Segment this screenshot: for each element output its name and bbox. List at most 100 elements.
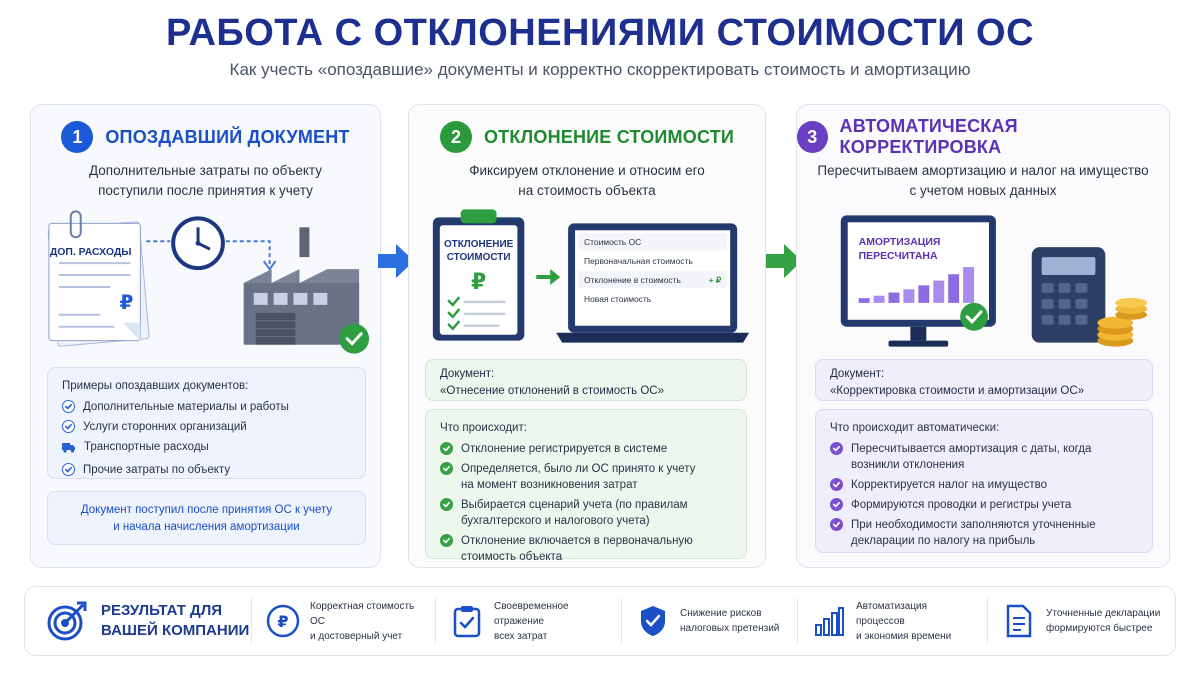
- step-item: При необходимости заполняются уточненные…: [830, 517, 1138, 549]
- calculator-icon: [1031, 247, 1106, 343]
- steps-box: Что происходит: Отклонение регистрируетс…: [425, 409, 747, 563]
- example-item: Транспортные расходы: [62, 439, 351, 458]
- steps-box: Что происходит автоматически: Пересчитыв…: [815, 409, 1153, 553]
- clipboard-title: СТОИМОСТИ: [447, 252, 511, 263]
- card-title: АВТОМАТИЧЕСКАЯ КОРРЕКТИРОВКА: [839, 116, 1018, 157]
- step-number-badge: 1: [61, 121, 94, 153]
- step-text: возникли отклонения: [851, 459, 965, 471]
- result-item-text: Снижение рисков: [680, 608, 762, 619]
- arrow-right-icon: [766, 244, 802, 278]
- monitor-title: АМОРТИЗАЦИЯ: [859, 237, 941, 248]
- step-text: Выбирается сценарий учета (по правилам: [461, 499, 688, 511]
- card-cost-deviation: 2 ОТКЛОНЕНИЕ СТОИМОСТИ Фиксируем отклоне…: [408, 104, 766, 568]
- card-header: 2 ОТКЛОНЕНИЕ СТОИМОСТИ: [409, 119, 765, 155]
- example-item: Услуги сторонних организаций: [62, 419, 351, 435]
- document-name: «Корректировка стоимости и амортизации О…: [830, 385, 1085, 397]
- step-item: Выбирается сценарий учета (по правилам бу…: [440, 497, 732, 529]
- check-badge-icon: [960, 302, 988, 331]
- result-item: Уточненные декларации формируются быстрее: [987, 598, 1175, 644]
- step-text: Определяется, было ли ОС принято к учету: [461, 463, 696, 475]
- check-circle-icon: [830, 518, 843, 531]
- step-text: Формируются проводки и регистры учета: [851, 499, 1072, 511]
- result-title: ВАШЕЙ КОМПАНИИ: [101, 622, 250, 639]
- example-item: Прочие затраты по объекту: [62, 462, 351, 478]
- card-description: Пересчитываем амортизацию и налог на иму…: [807, 161, 1159, 201]
- clipboard-title: ОТКЛОНЕНИЕ: [444, 239, 514, 250]
- example-text: Транспортные расходы: [84, 441, 209, 453]
- laptop-row-label: Стоимость ОС: [584, 237, 641, 247]
- step-number-badge: 2: [439, 121, 472, 153]
- description-line: Дополнительные затраты по объекту: [88, 163, 322, 178]
- step-number-badge: 3: [797, 121, 828, 153]
- laptop-row: [578, 252, 728, 270]
- note-line: и начала начисления амортизации: [113, 521, 300, 533]
- arrow-right-icon: [536, 269, 561, 285]
- check-circle-icon: [62, 420, 75, 433]
- laptop-row: [578, 233, 728, 251]
- document-icon: [1006, 604, 1032, 638]
- doc-label: ДОП. РАСХОДЫ: [50, 247, 132, 258]
- result-item-text: формируются быстрее: [1046, 623, 1153, 634]
- step-text: При необходимости заполняются уточненные: [851, 519, 1096, 531]
- coins-icon: [1097, 297, 1148, 347]
- result-item-text: Автоматизация процессов: [856, 600, 928, 627]
- document-name: «Отнесение отклонений в стоимость ОС»: [440, 385, 664, 397]
- card-title: ОПОЗДАВШИЙ ДОКУМЕНТ: [105, 126, 350, 147]
- auto-correction-illustration: АМОРТИЗАЦИЯ ПЕРЕСЧИТАНА: [840, 215, 1148, 347]
- step-item: Корректируется налог на имущество: [830, 477, 1138, 493]
- description-line: на стоимость объекта: [518, 183, 656, 198]
- check-circle-icon: [440, 462, 453, 475]
- check-circle-icon: [62, 463, 75, 476]
- monitor-bar: [963, 267, 975, 303]
- step-text: на момент возникновения затрат: [461, 479, 638, 491]
- description-line: с учетом новых данных: [909, 183, 1057, 198]
- card-header: 1 ОПОЗДАВШИЙ ДОКУМЕНТ: [31, 119, 380, 155]
- ruble-symbol: ₽: [471, 270, 486, 295]
- step-text: бухгалтерского и налогового учета): [461, 515, 650, 527]
- steps-title: Что происходит:: [440, 422, 527, 434]
- result-title: РЕЗУЛЬТАТ ДЛЯ: [101, 602, 223, 619]
- step-text: Отклонение регистрируется в системе: [461, 443, 668, 455]
- laptop-row-value: + ₽: [709, 275, 722, 285]
- examples-title: Примеры опоздавших документов:: [62, 380, 249, 392]
- check-circle-icon: [440, 442, 453, 455]
- result-item-text: и экономия времени: [856, 630, 952, 642]
- late-document-illustration: ДОП. РАСХОДЫ ₽: [47, 210, 370, 354]
- example-text: Услуги сторонних организаций: [83, 421, 247, 433]
- example-text: Прочие затраты по объекту: [83, 464, 231, 476]
- page-subtitle: Как учесть «опоздавшие» документы и корр…: [229, 60, 971, 79]
- svg-text:₽: ₽: [277, 612, 288, 631]
- cost-deviation-illustration: ОТКЛОНЕНИЕ СТОИМОСТИ ₽ Стоимость ОСПерво…: [432, 209, 750, 343]
- card-header: 3 АВТОМАТИЧЕСКАЯ КОРРЕКТИРОВКА: [797, 116, 1169, 157]
- laptop-row-label: Новая стоимость: [584, 294, 652, 304]
- document-box: Документ: «Отнесение отклонений в стоимо…: [425, 359, 747, 401]
- description-line: Пересчитываем амортизацию и налог на иму…: [817, 163, 1149, 178]
- card-late-document: 1 ОПОЗДАВШИЙ ДОКУМЕНТ Дополнительные зат…: [30, 104, 381, 568]
- document-stack-icon: [47, 210, 150, 347]
- step-item: Отклонение регистрируется в системе: [440, 441, 732, 457]
- step-item: Формируются проводки и регистры учета: [830, 497, 1138, 513]
- description-line: Фиксируем отклонение и относим его: [469, 163, 705, 178]
- result-bar: РЕЗУЛЬТАТ ДЛЯ ВАШЕЙ КОМПАНИИ ₽ Корректна…: [24, 586, 1176, 656]
- steps-title: Что происходит автоматически:: [830, 422, 1000, 434]
- result-item-text: Своевременное отражение: [494, 600, 569, 627]
- clipboard-icon: [432, 209, 525, 341]
- step-text: Пересчитывается амортизация с даты, когд…: [851, 443, 1092, 455]
- step-text: Отклонение включается в первоначальную: [461, 535, 693, 547]
- monitor-bar: [933, 280, 945, 303]
- card-description: Дополнительные затраты по объекту поступ…: [41, 161, 370, 201]
- step-item: Пересчитывается амортизация с даты, когд…: [830, 441, 1138, 473]
- monitor-bar: [873, 295, 885, 303]
- result-item-text: Уточненные декларации: [1046, 608, 1161, 619]
- monitor-bar: [858, 298, 870, 303]
- ruble-circle-icon: ₽: [266, 604, 300, 638]
- monitor-bar: [948, 274, 960, 303]
- bar-chart-icon: [815, 607, 844, 636]
- monitor-bar: [888, 292, 900, 303]
- laptop-row: [578, 271, 728, 288]
- check-circle-icon: [830, 498, 843, 511]
